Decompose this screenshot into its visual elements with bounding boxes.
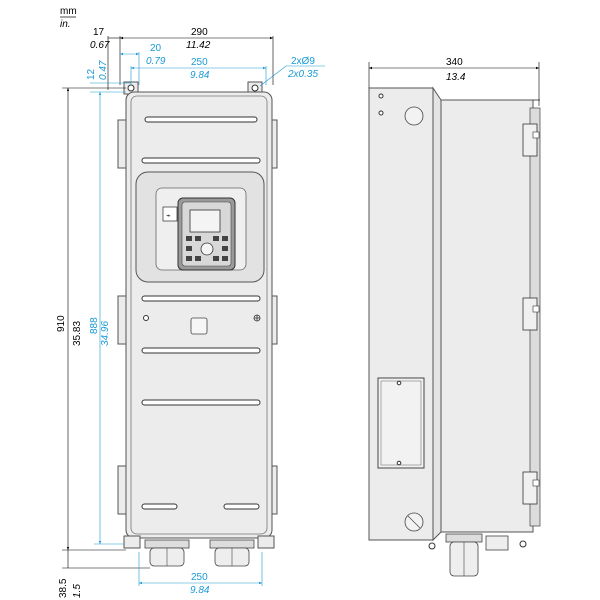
- dim-top-offset-mm: 17: [93, 27, 105, 38]
- front-view: ⌁: [117, 81, 278, 567]
- side-view: [368, 86, 541, 577]
- unit-in-label: in.: [60, 19, 71, 30]
- left-bracket-bottom: [117, 465, 127, 515]
- dim-top-hole-in: 0.47: [98, 60, 109, 80]
- vent-slot: [141, 157, 261, 164]
- dim-holes-mm: 2xØ9: [291, 56, 315, 67]
- dim-holes-in: 2x0.35: [287, 69, 318, 80]
- dim-depth-in: 13.4: [446, 72, 466, 83]
- side-cable-gland: [445, 533, 483, 577]
- dim-bottom-spacing-mm: 250: [191, 572, 208, 583]
- cable-gland-left: [144, 539, 190, 567]
- screw-icon: [143, 315, 149, 321]
- cable-gland-right: [209, 539, 255, 567]
- dim-bottom-offset-mm: 38.5: [58, 578, 69, 598]
- vent-slot: [141, 295, 261, 302]
- bottom-right-tab: [257, 535, 275, 549]
- terminal-keypad: [186, 236, 228, 261]
- bottom-left-tab: [123, 535, 141, 549]
- dim-bottom-offset-in: 1.5: [72, 584, 83, 598]
- dim-top-hole-mm: 12: [86, 68, 97, 80]
- hinge: [522, 471, 540, 505]
- vent-slot: [141, 503, 178, 510]
- side-dimensions: 340 13.4: [368, 57, 540, 106]
- dim-height-in: 35.83: [72, 321, 83, 346]
- side-mounting-plate: [368, 87, 434, 541]
- dim-hole-center-in: 34.96: [100, 321, 111, 346]
- dim-inner-offset-mm: 20: [150, 43, 162, 54]
- dim-hole-center-mm: 888: [89, 317, 100, 334]
- left-bracket-top: [117, 119, 127, 169]
- fan-icon: [404, 106, 424, 126]
- terminal-screen: [189, 209, 221, 233]
- svg-text:⌁: ⌁: [166, 211, 171, 220]
- hinge: [522, 297, 540, 331]
- dim-height-mm: 910: [56, 315, 67, 332]
- dim-width-in: 11.42: [186, 40, 211, 51]
- vent-slot: [141, 347, 261, 354]
- dim-depth-mm: 340: [446, 57, 463, 68]
- vent-slot: [223, 503, 260, 510]
- vent-slot: [141, 399, 261, 406]
- dim-bottom-spacing-in: 9.84: [190, 585, 210, 596]
- side-access-cover: [377, 377, 425, 469]
- unit-mm-label: mm: [60, 6, 77, 17]
- units-legend: mm in.: [60, 6, 77, 30]
- top-right-hole: [251, 84, 259, 92]
- left-bracket-mid: [117, 295, 127, 345]
- top-left-hole: [127, 84, 135, 92]
- dim-top-offset-in: 0.67: [90, 40, 110, 51]
- dim-width-mm: 290: [191, 27, 208, 38]
- vent-slot: [144, 116, 258, 123]
- dim-hole-spacing-in: 9.84: [190, 70, 210, 81]
- front-dimensions: 17 0.67 290 11.42 20 0.79 250 9.84 2xØ9 …: [56, 27, 325, 598]
- hinge: [522, 123, 540, 157]
- cover-plate: [190, 317, 208, 335]
- dim-hole-spacing-mm: 250: [191, 57, 208, 68]
- side-enclosure: [440, 99, 534, 533]
- usb-port-icon: [162, 206, 178, 222]
- navigation-wheel-icon: [200, 242, 214, 256]
- dim-inner-offset-in: 0.79: [146, 56, 166, 67]
